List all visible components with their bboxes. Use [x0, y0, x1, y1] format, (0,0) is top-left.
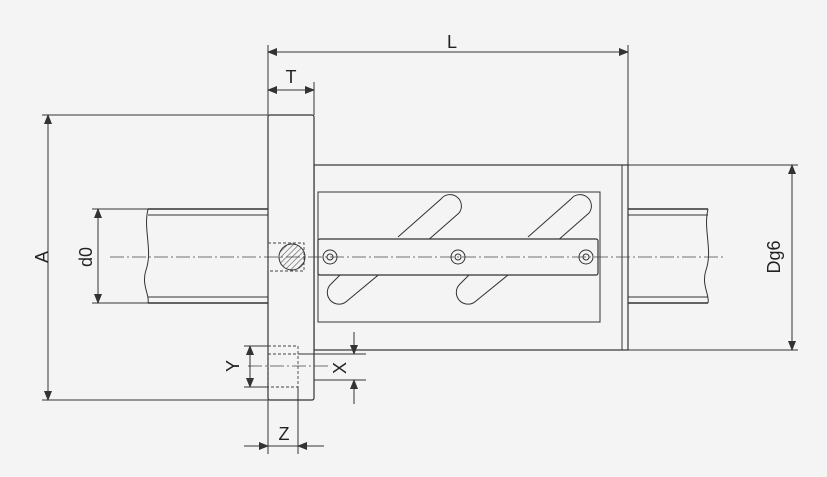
dimension-T: T: [267, 67, 315, 115]
label-X: X: [330, 362, 350, 374]
label-Y: Y: [223, 360, 243, 372]
label-Dg6: Dg6: [764, 240, 784, 273]
flange: [267, 114, 315, 401]
dimension-L: L: [267, 32, 629, 165]
return-slots: [326, 194, 592, 305]
screw-shaft-right: [628, 208, 710, 304]
dimension-A: A: [32, 114, 268, 401]
label-L: L: [447, 32, 457, 52]
dimension-X: X: [298, 332, 366, 404]
screw-shaft-left: [143, 208, 268, 304]
label-Z: Z: [279, 424, 290, 444]
dimension-Dg6: Dg6: [628, 164, 798, 351]
label-d0: d0: [76, 247, 96, 267]
dimension-Y: Y: [223, 345, 268, 388]
dimension-d0: d0: [76, 208, 148, 304]
label-T: T: [286, 67, 297, 87]
label-A: A: [32, 251, 52, 263]
dimension-Z: Z: [244, 387, 324, 454]
